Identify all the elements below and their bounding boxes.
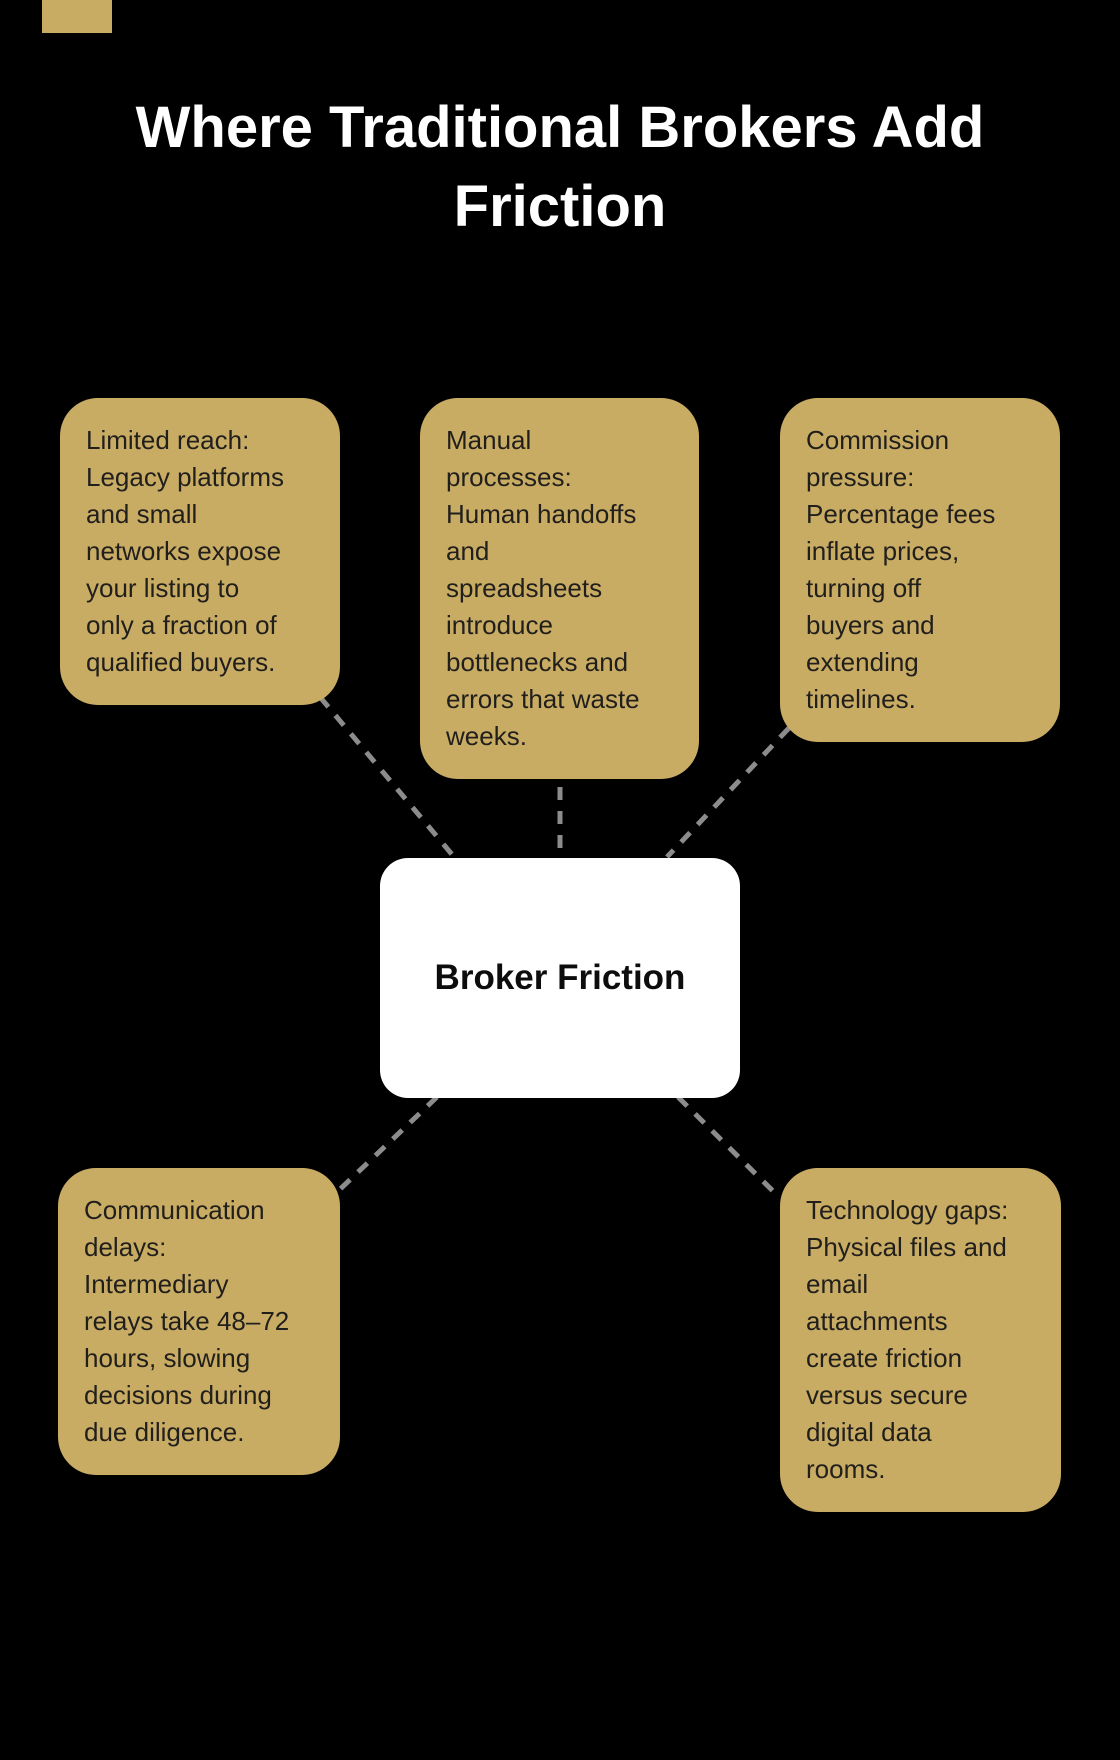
- node-limited-reach: Limited reach: Legacy platforms and smal…: [60, 398, 340, 705]
- connector-commission-pressure: [665, 726, 791, 859]
- node-communication-delays-text: Communication delays: Intermediary relay…: [84, 1195, 290, 1447]
- connector-technology-gaps: [676, 1095, 782, 1200]
- node-commission-pressure-text: Commission pressure: Percentage fees inf…: [806, 425, 996, 714]
- connector-communication-delays: [334, 1095, 439, 1195]
- node-communication-delays: Communication delays: Intermediary relay…: [58, 1168, 340, 1475]
- node-manual-processes-text: Manual processes: Human handoffs and spr…: [446, 425, 640, 751]
- node-technology-gaps: Technology gaps: Physical files and emai…: [780, 1168, 1061, 1512]
- top-accent-bar: [42, 0, 112, 33]
- node-limited-reach-text: Limited reach: Legacy platforms and smal…: [86, 425, 284, 677]
- page-title: Where Traditional Brokers Add Friction: [135, 95, 985, 239]
- center-node: Broker Friction: [380, 858, 740, 1098]
- node-manual-processes: Manual processes: Human handoffs and spr…: [420, 398, 699, 779]
- connector-limited-reach: [318, 695, 457, 860]
- center-node-label: Broker Friction: [434, 958, 686, 997]
- node-commission-pressure: Commission pressure: Percentage fees inf…: [780, 398, 1060, 742]
- node-technology-gaps-text: Technology gaps: Physical files and emai…: [806, 1195, 1009, 1484]
